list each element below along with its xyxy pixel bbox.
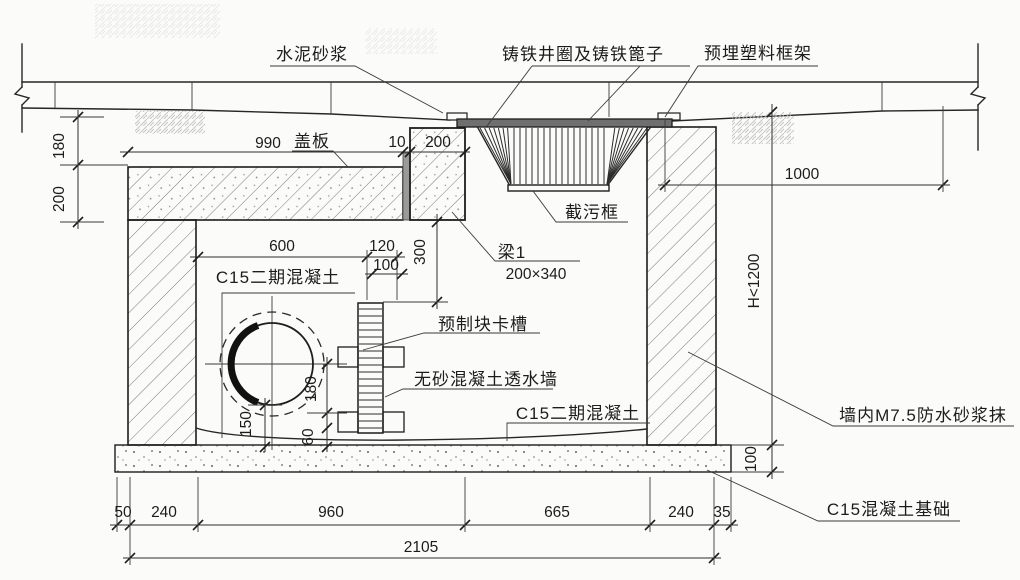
label-c15-secondary-left: C15二期混凝土 bbox=[216, 268, 340, 287]
dim-bottom-seg: 240 bbox=[151, 504, 177, 521]
inlet-grate-assembly bbox=[446, 112, 681, 192]
dim-total-width: 2105 bbox=[404, 539, 438, 556]
label-cover-plate: 盖板 bbox=[294, 132, 330, 151]
dim-offset-right: 1000 bbox=[785, 166, 820, 183]
label-c15-secondary-right: C15二期混凝土 bbox=[516, 404, 640, 423]
dim-bottom-seg: 240 bbox=[668, 504, 694, 521]
dim-cover-thickness: 200 bbox=[51, 186, 68, 212]
right-wall bbox=[646, 126, 717, 446]
dim-inner-left: 600 bbox=[269, 238, 295, 255]
dim-bedding: 60 bbox=[300, 428, 317, 446]
clip-block bbox=[337, 346, 359, 368]
secondary-concrete-boundary bbox=[221, 292, 355, 438]
label-cast-iron-ring-grate: 铸铁井圈及铸铁篦子 bbox=[502, 45, 664, 64]
clip-block bbox=[382, 346, 405, 368]
dim-wall-core: 100 bbox=[373, 257, 399, 274]
dim-wall-zone: 120 bbox=[369, 238, 395, 255]
soil-hatch-left bbox=[135, 111, 205, 134]
dim-beam-to-wall: 300 bbox=[412, 239, 429, 265]
annotations: 水泥砂浆 铸铁井圈及铸铁篦子 预埋塑料框架 990 盖板 10 200 截污框 … bbox=[51, 44, 1007, 556]
dim-bottom-seg: 665 bbox=[544, 504, 570, 521]
label-dirt-basket: 截污框 bbox=[565, 203, 619, 222]
dim-bottom-seg: 960 bbox=[318, 504, 344, 521]
dim-joint: 10 bbox=[388, 134, 406, 151]
label-precast-block-slot: 预制块卡槽 bbox=[438, 315, 528, 334]
dirt-basket bbox=[477, 127, 651, 192]
soil-hatch-right bbox=[732, 112, 794, 144]
dim-height-limit: H<1200 bbox=[746, 253, 763, 308]
permeable-wall-column bbox=[337, 302, 405, 434]
callout-leaders bbox=[270, 65, 1014, 522]
dim-beam-width: 200 bbox=[425, 134, 451, 151]
mortar-joint bbox=[402, 152, 411, 221]
bottom-extension-lines bbox=[116, 477, 732, 565]
basket-hatch bbox=[479, 127, 648, 185]
clip-block bbox=[337, 411, 359, 433]
label-cement-mortar: 水泥砂浆 bbox=[276, 45, 348, 64]
label-plastic-frame: 预埋塑料框架 bbox=[704, 44, 812, 63]
dim-pipe-half: 180 bbox=[303, 376, 320, 402]
dim-invert-to-base: 150 bbox=[238, 411, 255, 437]
pipe-outer-dashed bbox=[219, 311, 325, 417]
extension-lines bbox=[60, 106, 944, 565]
foundation bbox=[114, 444, 732, 473]
clip-block bbox=[382, 411, 405, 433]
benching-curve bbox=[195, 427, 648, 441]
label-beam-name: 梁1 bbox=[498, 243, 526, 262]
pipe-crescent bbox=[227, 322, 260, 406]
label-beam-size: 200×340 bbox=[506, 266, 567, 283]
pipe-opening bbox=[205, 296, 347, 450]
road-pavement bbox=[13, 43, 987, 151]
cover-slab bbox=[127, 166, 404, 221]
break-symbol-left bbox=[13, 43, 31, 133]
cast-iron-grate-bar bbox=[456, 118, 673, 128]
scan-watermarks bbox=[95, 4, 437, 54]
dim-bottom-seg: 35 bbox=[713, 504, 730, 521]
dim-road-to-cover: 180 bbox=[51, 133, 68, 159]
label-permeable-wall: 无砂混凝土透水墙 bbox=[414, 370, 558, 389]
label-c15-foundation: C15混凝土基础 bbox=[827, 500, 951, 519]
left-wall bbox=[127, 219, 197, 446]
structure bbox=[114, 126, 732, 473]
dim-foundation-thickness: 100 bbox=[743, 446, 760, 472]
permeable-wall-hatch bbox=[359, 308, 382, 429]
label-wall-plaster: 墙内M7.5防水砂浆抹 bbox=[839, 406, 1007, 425]
break-symbol-right bbox=[969, 43, 987, 151]
dim-bottom-seg: 50 bbox=[114, 504, 132, 521]
dim-cover-width: 990 bbox=[255, 135, 281, 152]
